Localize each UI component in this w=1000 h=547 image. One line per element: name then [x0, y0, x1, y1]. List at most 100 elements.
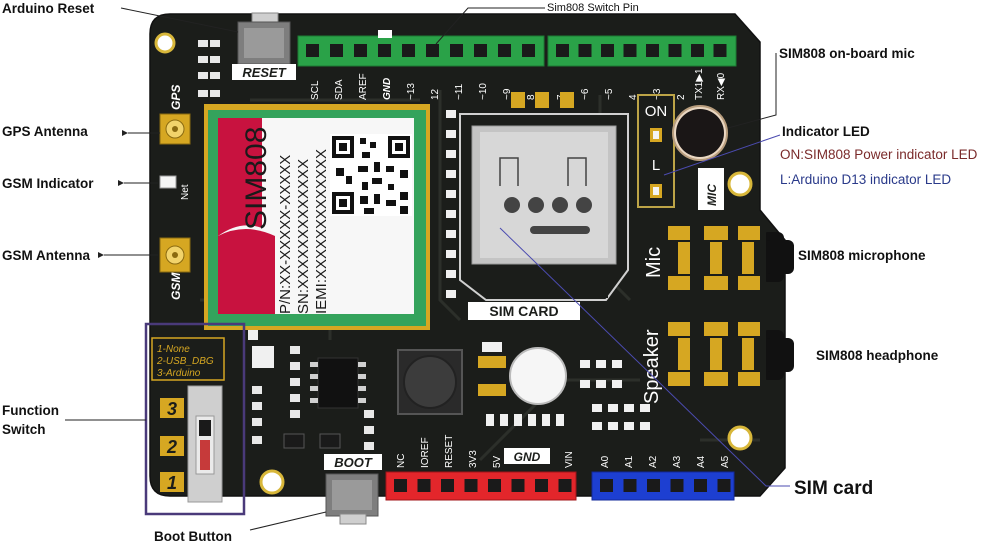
header-pin-hole	[522, 44, 535, 57]
header-pin-hole	[623, 44, 637, 57]
analog-header-labels: A0 A1 A2 A3 A4 A5	[600, 455, 731, 468]
gsm-silkscreen: GSM	[169, 272, 183, 300]
power-header	[385, 471, 577, 501]
header-pin-hole	[378, 44, 391, 57]
pin-label: NC	[396, 454, 407, 468]
callout-gsm-indicator: GSM Indicator	[2, 176, 94, 191]
mounting-holes	[154, 32, 753, 495]
pin-label: ~11	[454, 83, 465, 100]
pin-label: SCL	[310, 80, 321, 100]
pin-label: SDA	[334, 79, 345, 100]
header-pin-hole	[623, 479, 637, 492]
l-silkscreen: L	[652, 157, 660, 174]
callout-switch-pin: Sim808 Switch Pin	[547, 2, 639, 14]
sim808-module: SIM808 P/N:XX-XXXXX-XXXXX SN:XXXXXXXXXXX…	[204, 104, 430, 330]
header-pin-hole	[535, 479, 548, 492]
pin-label: VIN	[564, 451, 575, 468]
header-pin-hole	[556, 44, 569, 57]
gps-silkscreen: GPS	[169, 85, 183, 110]
header-pin-hole	[464, 479, 478, 492]
header-pin-hole	[394, 479, 407, 492]
header-pin-hole	[306, 44, 319, 57]
header-pin-hole	[601, 44, 614, 57]
header-pin-hole	[647, 479, 660, 492]
boot-label-box	[324, 454, 382, 470]
switch-pos-3: 3	[167, 399, 177, 419]
pin-label: A2	[648, 455, 659, 468]
pin-label: RESET	[444, 435, 455, 468]
mode-3-label: 3-Arduino	[157, 368, 201, 379]
net-silkscreen: Net	[180, 184, 191, 200]
pin-label: 5V	[492, 455, 503, 468]
module-pn: P/N:XX-XXXXX-XXXXX	[277, 155, 294, 314]
callout-sim-microphone: SIM808 microphone	[798, 248, 926, 263]
sim-card-holder	[459, 92, 629, 320]
top-header-left	[297, 35, 545, 67]
header-pin-hole	[668, 44, 682, 57]
sim-card-silkscreen: SIM CARD	[489, 303, 558, 319]
header-pin-hole	[488, 479, 501, 492]
pin-label: ~9	[502, 88, 513, 100]
header-pin-hole	[717, 479, 731, 492]
module-pink-band	[218, 118, 262, 236]
callout-sim-card: SIM card	[794, 478, 873, 499]
module-iemi: IEMI:XXXXXXXXXXXXX	[313, 149, 330, 314]
pin-label: AREF	[358, 73, 369, 100]
microphone-jack	[668, 226, 794, 290]
header-pin-hole	[402, 44, 415, 57]
mode-1-label: 1-None	[157, 344, 190, 355]
header-pin-hole	[646, 44, 659, 57]
header-pin-hole	[670, 479, 684, 492]
smd-column-mid	[446, 110, 456, 298]
reset-label-box	[232, 64, 296, 80]
header-pin-hole	[474, 44, 487, 57]
module-name: SIM808	[240, 127, 273, 230]
boot-silkscreen: BOOT	[334, 455, 373, 470]
callout-onboard-mic: SIM808 on-board mic	[779, 46, 915, 61]
pin-label: 12	[430, 88, 441, 100]
onboard-mic	[672, 105, 728, 161]
callout-boot-button: Boot Button	[154, 529, 232, 542]
pin-label: 4	[628, 94, 639, 100]
mic-jack-silkscreen: Mic	[643, 247, 665, 278]
header-pin-hole	[511, 479, 525, 492]
header-gap-marker	[378, 30, 392, 38]
analog-header	[591, 471, 735, 501]
pin-label: 3V3	[468, 450, 479, 468]
module-pink-base	[218, 229, 275, 314]
gsm-net-led	[159, 175, 177, 189]
header-pin-hole	[450, 44, 463, 57]
power-header-labels: NC IOREF RESET 3V3 5V VIN	[396, 435, 575, 468]
callout-indicator-led: Indicator LED	[782, 124, 870, 139]
reset-button	[237, 12, 291, 65]
header-pin-hole	[426, 44, 439, 57]
pin-label: ~13	[406, 83, 417, 100]
gsm-antenna-connector	[159, 237, 191, 273]
pin-label: IOREF	[420, 437, 431, 468]
headphone-jack	[668, 322, 794, 386]
header-pin-hole	[691, 44, 704, 57]
tx-label: TX1▶1	[694, 68, 705, 100]
callout-on-desc: ON:SIM808 Power indicator LED	[780, 147, 978, 162]
arrow-head	[118, 180, 124, 186]
speaker-silkscreen: Speaker	[641, 329, 663, 404]
module-sn: SN:XXXXXXXXXXXXX	[295, 159, 312, 314]
callout-function-switch-1: Function	[2, 403, 59, 418]
mic-label-box	[698, 168, 724, 210]
header-pin-hole	[441, 479, 454, 492]
pin-label: GND	[382, 78, 393, 100]
header-pin-hole	[713, 44, 727, 57]
callout-sim-headphone: SIM808 headphone	[816, 348, 939, 363]
top-header-left-labels: SCL SDA AREF GND ~13 12 ~11 ~10 ~9 8	[310, 73, 537, 100]
pin-label: A3	[672, 455, 683, 468]
reset-silkscreen: RESET	[242, 65, 286, 80]
pin-label: A5	[720, 455, 731, 468]
pin-label: ~10	[478, 83, 489, 100]
mode-2-label: 2-USB_DBG	[156, 356, 214, 367]
callout-lines	[65, 7, 777, 531]
mic-box-silkscreen: MIC	[705, 184, 719, 206]
header-pin-hole	[600, 479, 613, 492]
header-pin-hole	[558, 479, 572, 492]
callout-l-desc: L:Arduino D13 indicator LED	[780, 172, 951, 187]
